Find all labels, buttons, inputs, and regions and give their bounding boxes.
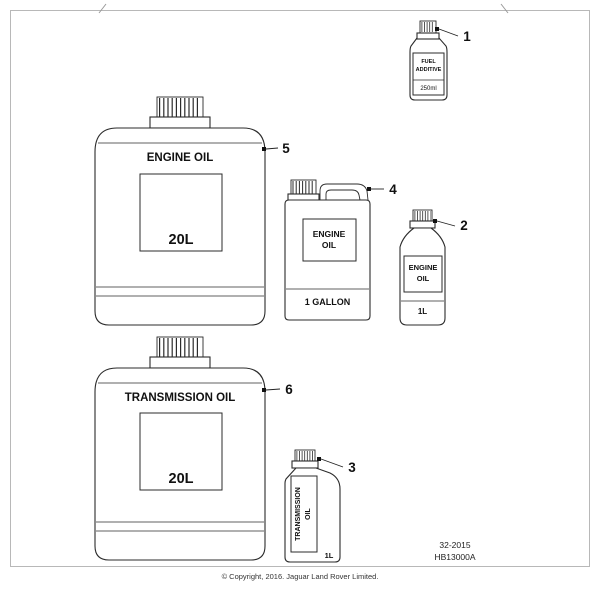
label-text: TRANSMISSION OIL xyxy=(125,392,236,404)
size-text: 20L xyxy=(169,232,194,248)
callout-marker-4 xyxy=(367,187,371,191)
cap-collar xyxy=(409,220,436,229)
item-fuel-additive-250ml: FUEL ADDITIVE 250ml 1 xyxy=(409,20,471,101)
label-box xyxy=(403,255,443,293)
size-text: 250ml xyxy=(420,86,436,92)
cap-collar xyxy=(416,32,440,40)
cap-collar xyxy=(291,460,319,469)
callout-marker-2 xyxy=(433,219,437,223)
drawing-references: 32-2015 HB13000A xyxy=(434,540,475,562)
drawing-ref-code: HB13000A xyxy=(434,552,475,562)
cap-collar xyxy=(149,356,211,369)
label-line1: FUEL xyxy=(421,59,436,65)
jug-body xyxy=(284,199,371,321)
item-engine-oil-20l: ENGINE OIL 20L 5 xyxy=(94,96,290,326)
size-text: 1L xyxy=(418,307,427,316)
callout-number-4[interactable]: 4 xyxy=(389,182,397,197)
item-transmission-oil-1l: TRANSMISSION OIL 1L 3 xyxy=(284,449,356,563)
callout-number-5[interactable]: 5 xyxy=(282,141,290,156)
label-line2: ADDITIVE xyxy=(416,67,442,73)
callout-marker-5 xyxy=(262,147,266,151)
jug-handle-hole xyxy=(325,189,361,201)
copyright-notice: © Copyright, 2016. Jaguar Land Rover Lim… xyxy=(222,572,379,581)
size-text: 20L xyxy=(169,471,194,487)
label-box xyxy=(290,475,318,553)
label-line2: OIL xyxy=(417,274,430,283)
label-panel xyxy=(139,412,223,491)
callout-marker-6 xyxy=(262,388,266,392)
bottle-body xyxy=(284,467,341,563)
item-engine-oil-1l: ENGINE OIL 1L 2 xyxy=(399,209,468,326)
label-box xyxy=(302,218,357,262)
size-text: 1 GALLON xyxy=(305,297,351,307)
item-transmission-oil-20l: TRANSMISSION OIL 20L 6 xyxy=(94,336,293,561)
bottle-cap xyxy=(419,20,437,34)
page-frame xyxy=(10,3,590,567)
callout-line-5 xyxy=(265,147,279,150)
callout-number-2[interactable]: 2 xyxy=(460,218,468,233)
registration-tick-right xyxy=(500,3,509,14)
label-line1: ENGINE xyxy=(313,229,346,239)
label-line1: TRANSMISSION xyxy=(295,487,302,541)
label-box xyxy=(412,52,445,96)
label-line1: ENGINE xyxy=(409,263,438,272)
callout-line-1 xyxy=(438,28,459,37)
label-text: ENGINE OIL xyxy=(147,152,213,164)
callout-line-2 xyxy=(436,220,456,227)
registration-tick-left xyxy=(98,3,107,14)
callout-marker-1 xyxy=(435,27,439,31)
label-panel xyxy=(139,173,223,252)
jug-handle xyxy=(319,183,369,201)
callout-number-3[interactable]: 3 xyxy=(348,460,356,475)
callout-line-3 xyxy=(320,458,344,468)
callout-number-6[interactable]: 6 xyxy=(285,382,293,397)
label-line2: OIL xyxy=(305,507,312,519)
size-text: 1L xyxy=(325,551,334,560)
cap-collar xyxy=(149,116,211,129)
callout-number-1[interactable]: 1 xyxy=(463,29,471,44)
label-line2: OIL xyxy=(322,240,336,250)
callout-marker-3 xyxy=(317,457,321,461)
drawing-ref-section: 32-2015 xyxy=(439,540,470,550)
item-engine-oil-gallon: ENGINE OIL 1 GALLON 4 xyxy=(284,179,397,321)
callout-line-6 xyxy=(265,388,281,391)
page-border xyxy=(10,10,590,567)
